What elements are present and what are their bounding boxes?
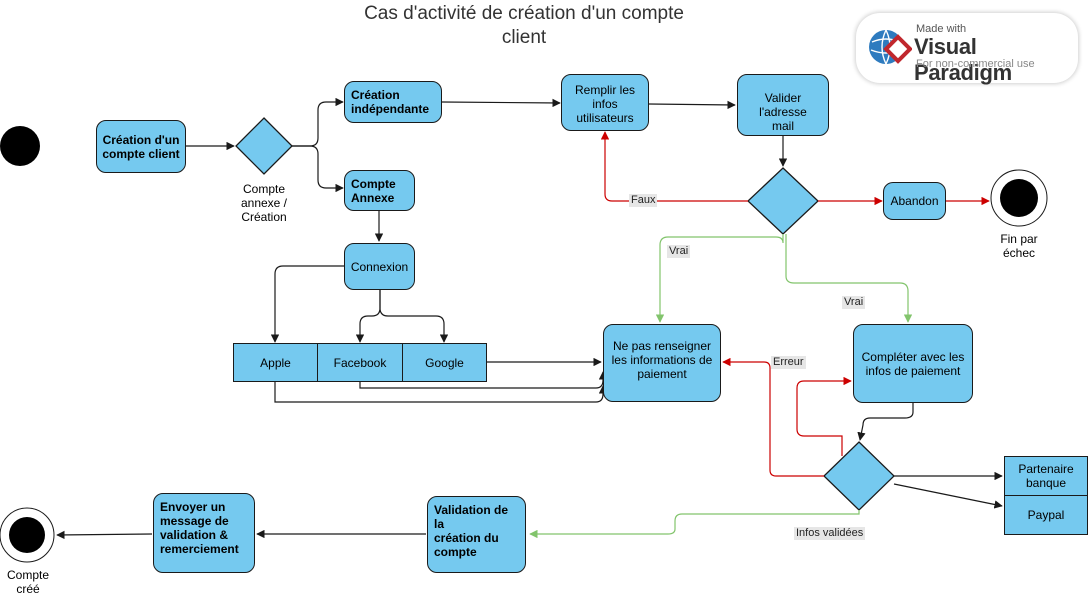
label-compte-annexe-creation: Compte annexe / Création <box>240 182 288 224</box>
edge-decision-to-paypal <box>893 483 1003 509</box>
edge-vrai-to-completer <box>785 234 913 323</box>
edge-decision-to-independante <box>292 97 344 147</box>
final-node-compte-cree <box>0 507 55 563</box>
node-apple[interactable]: Apple <box>233 343 318 382</box>
visual-paradigm-watermark: Made with Visual Paradigm For non-commer… <box>856 13 1078 85</box>
edge-label-vrai-1: Vrai <box>667 245 691 258</box>
node-partenaire-banque[interactable]: Partenaire banque <box>1004 456 1088 496</box>
node-ne-pas-renseigner[interactable]: Ne pas renseigner les informations de pa… <box>603 324 721 402</box>
edge-connexion-to-facebook <box>355 290 381 343</box>
edge-infos-validees <box>529 510 860 539</box>
edge-connexion-to-apple <box>270 265 344 343</box>
node-envoyer-message[interactable]: Envoyer un message de validation & remer… <box>153 493 255 573</box>
node-valider-adresse[interactable]: Valider l'adresse mail <box>737 74 829 136</box>
decision-compte-type <box>235 117 293 175</box>
node-compte-annexe[interactable]: Compte Annexe <box>344 170 415 211</box>
visual-paradigm-logo-icon <box>869 29 912 65</box>
node-paypal[interactable]: Paypal <box>1004 495 1088 535</box>
edge-connexion-to-google <box>379 290 449 343</box>
edge-label-infos-validees: Infos validées <box>794 527 866 540</box>
edge-faux-to-remplir <box>600 131 748 202</box>
label-compte-cree: Compte créé <box>6 568 50 596</box>
edge-independante-to-remplir <box>441 98 561 108</box>
node-creation-independante[interactable]: Création indépendante <box>344 81 442 123</box>
node-completer-paiement[interactable]: Compléter avec les infos de paiement <box>853 324 973 403</box>
decision-validation-mail <box>747 167 819 235</box>
node-connexion[interactable]: Connexion <box>344 243 415 290</box>
final-node-echec <box>990 169 1048 227</box>
node-facebook[interactable]: Facebook <box>317 343 403 382</box>
node-google[interactable]: Google <box>402 343 487 382</box>
edge-vrai-to-ne-pas <box>655 234 784 323</box>
initial-node <box>0 126 40 166</box>
edge-decision-to-annexe <box>292 145 344 193</box>
label-fin-echec: Fin par échec <box>1000 232 1038 260</box>
edge-remplir-to-valider <box>648 100 736 110</box>
edge-apple-to-ne-pas <box>274 382 608 403</box>
edge-erreur-to-ne-pas <box>722 357 824 477</box>
edge-envoyer-to-end <box>56 530 153 540</box>
edge-label-erreur: Erreur <box>771 356 806 369</box>
node-abandon[interactable]: Abandon <box>883 182 946 220</box>
diagram-title: Cas d'activité de création d'un compte c… <box>364 3 684 48</box>
node-creation-compte[interactable]: Création d'un compte client <box>96 120 186 173</box>
node-validation-creation[interactable]: Validation de la création du compte <box>427 496 526 573</box>
decision-paiement <box>823 441 895 511</box>
edge-completer-to-decision <box>857 403 914 441</box>
edge-retry-to-completer <box>796 376 852 456</box>
node-remplir-infos[interactable]: Remplir les infos utilisateurs <box>561 74 649 131</box>
edge-label-vrai-2: Vrai <box>842 296 866 309</box>
edge-label-faux: Faux <box>629 194 658 207</box>
